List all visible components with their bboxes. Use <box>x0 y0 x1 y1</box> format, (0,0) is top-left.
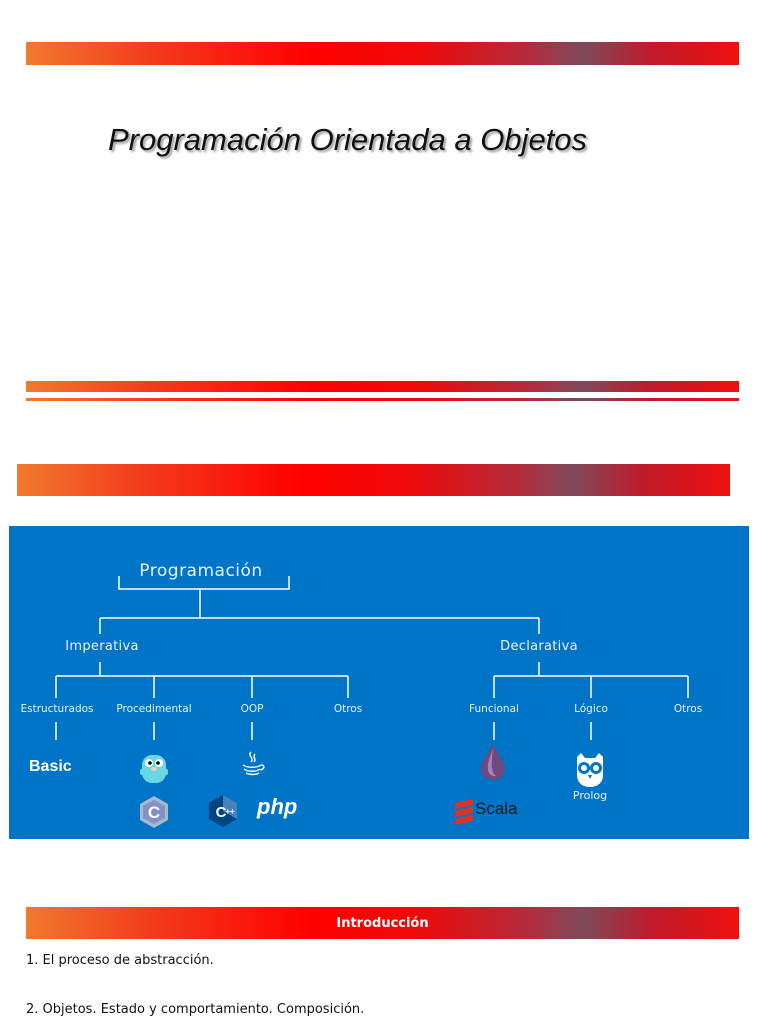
java-icon <box>242 751 265 776</box>
lang-scala: Scala <box>475 799 518 818</box>
section-header-bar <box>26 907 739 939</box>
lang-prolog: Prolog <box>572 789 608 802</box>
node-estructurados: Estructurados <box>20 703 94 715</box>
diagram-header-bar <box>17 464 730 496</box>
separator-bar-thick <box>26 381 739 392</box>
page-title: Programación Orientada a Objetos <box>108 122 588 157</box>
go-gopher-icon <box>140 755 168 783</box>
svg-text:C: C <box>148 803 160 822</box>
top-gradient-bar <box>26 42 739 65</box>
prolog-owl-icon <box>577 753 603 787</box>
node-procedimental: Procedimental <box>116 703 192 715</box>
separator-bar-thin <box>26 398 739 401</box>
list-item-1: 1. El proceso de abstracción. <box>26 953 214 968</box>
lang-php: php <box>257 794 298 819</box>
lang-basic: Basic <box>29 758 72 775</box>
node-logico: Lógico <box>574 703 608 715</box>
section-header-introduccion: Introducción <box>336 915 429 931</box>
node-programacion: Programación <box>139 561 263 581</box>
diagram-connectors: C C ++ <box>55 576 689 828</box>
svg-text:++: ++ <box>225 807 235 816</box>
node-funcional: Funcional <box>469 703 519 715</box>
c-language-icon: C <box>140 796 168 828</box>
elixir-icon <box>481 745 505 780</box>
node-imperativa: Imperativa <box>65 639 139 654</box>
scala-icon <box>455 799 473 825</box>
node-oop: OOP <box>240 703 264 715</box>
node-otros-declarativa: Otros <box>673 703 703 715</box>
svg-text:C: C <box>216 804 227 821</box>
cpp-language-icon: C ++ <box>209 795 237 827</box>
root-bracket <box>118 576 290 590</box>
node-otros-imperativa: Otros <box>333 703 363 715</box>
node-declarativa: Declarativa <box>500 639 578 654</box>
list-item-2: 2. Objetos. Estado y comportamiento. Com… <box>26 1002 365 1017</box>
programming-paradigms-diagram: C C ++ <box>9 526 749 839</box>
